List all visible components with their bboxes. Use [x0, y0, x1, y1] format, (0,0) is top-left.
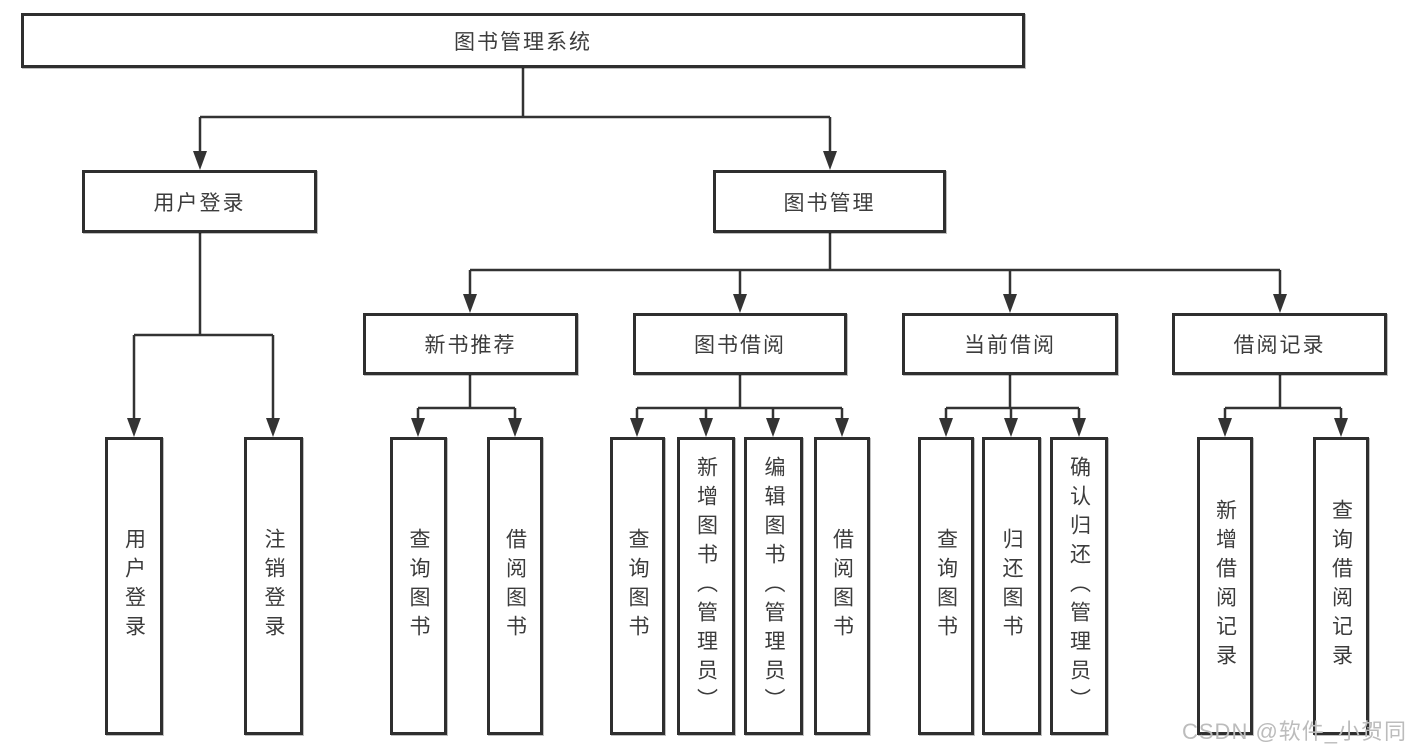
arrow-down-icon — [1004, 418, 1018, 437]
connector-line — [635, 375, 844, 422]
node-leaf-query-books-borrowing: 查询图书 — [610, 437, 665, 735]
node-borrowing-records: 借阅记录 — [1172, 313, 1387, 375]
arrow-down-icon — [266, 418, 280, 437]
node-leaf-edit-book-admin: 编辑图书（管理员） — [744, 437, 803, 735]
connector-line — [1223, 375, 1343, 422]
connector-line — [944, 375, 1081, 422]
arrow-down-icon — [1273, 294, 1287, 313]
node-book-management: 图书管理 — [713, 170, 946, 233]
connector-line — [468, 233, 1282, 298]
node-leaf-confirm-return-admin: 确认归还（管理员） — [1050, 437, 1108, 735]
connector-new-book-recommend-to-children — [416, 375, 517, 422]
arrow-down-icon — [733, 294, 747, 313]
connector-line — [198, 68, 832, 155]
node-leaf-query-books-recommend: 查询图书 — [390, 437, 447, 735]
connector-line — [416, 375, 517, 422]
arrow-down-icon — [1003, 294, 1017, 313]
arrow-down-icon — [508, 418, 522, 437]
node-leaf-query-books-current: 查询图书 — [918, 437, 974, 735]
node-book-borrowing: 图书借阅 — [633, 313, 847, 375]
connector-root-to-level1 — [198, 68, 832, 155]
csdn-watermark: CSDN @软件_小贺同学 — [1182, 719, 1405, 744]
connector-book-borrowing-to-children — [635, 375, 844, 422]
arrow-down-icon — [823, 151, 837, 170]
arrow-down-icon — [1218, 418, 1232, 437]
node-leaf-query-borrow-record: 查询借阅记录 — [1313, 437, 1369, 735]
connector-borrowing-records-to-children — [1223, 375, 1343, 422]
arrowheads — [127, 151, 1348, 437]
node-user-login: 用户登录 — [82, 170, 317, 233]
arrow-down-icon — [1334, 418, 1348, 437]
arrow-down-icon — [193, 151, 207, 170]
node-current-borrowing: 当前借阅 — [902, 313, 1118, 375]
arrow-down-icon — [463, 294, 477, 313]
arrow-down-icon — [939, 418, 953, 437]
connector-book-management-to-modules — [468, 233, 1282, 298]
connector-current-borrowing-to-children — [944, 375, 1081, 422]
arrow-down-icon — [699, 418, 713, 437]
node-leaf-borrow-books-recommend: 借阅图书 — [487, 437, 543, 735]
arrow-down-icon — [766, 418, 780, 437]
arrow-down-icon — [630, 418, 644, 437]
node-new-book-recommend: 新书推荐 — [363, 313, 578, 375]
arrow-down-icon — [1072, 418, 1086, 437]
connector-line — [132, 233, 275, 422]
node-library-management-system: 图书管理系统 — [21, 13, 1025, 68]
node-leaf-add-book-admin: 新增图书（管理员） — [677, 437, 735, 735]
node-leaf-logout: 注销登录 — [244, 437, 303, 735]
arrow-down-icon — [411, 418, 425, 437]
node-leaf-add-borrow-record: 新增借阅记录 — [1197, 437, 1253, 735]
node-leaf-user-login: 用户登录 — [105, 437, 163, 735]
arrow-down-icon — [127, 418, 141, 437]
node-leaf-return-books: 归还图书 — [982, 437, 1041, 735]
node-leaf-borrow-books: 借阅图书 — [814, 437, 870, 735]
connector-user-login-to-children — [132, 233, 275, 422]
arrow-down-icon — [835, 418, 849, 437]
